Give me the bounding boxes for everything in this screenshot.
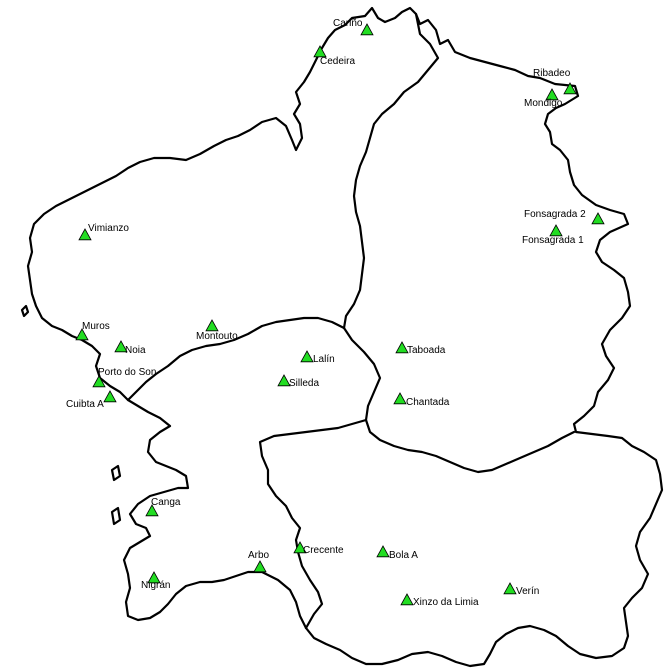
station-marker-icon [393,392,407,405]
station-label: Nigrán [141,580,170,591]
station-label: Vimianzo [88,223,129,234]
station-marker-icon [591,212,605,225]
boundary-coruna-pontevedra [126,316,346,402]
station-fonsagrada-2: Fonsagrada 2 [524,209,605,225]
station-label: Chantada [406,397,450,408]
station-verin: Verín [503,582,539,597]
station-label: Lalín [313,354,335,365]
station-lalin: Lalín [300,350,335,365]
boundary-coruna-lugo [342,12,440,330]
station-muros: Muros [75,321,110,341]
station-label: Cuibta A [66,399,104,410]
station-label: Bola A [389,550,418,561]
station-porto-do-son: Porto do Son [92,367,156,388]
boundary-pontevedra-ourense [258,418,368,630]
station-marker-icon [400,593,414,606]
station-marker-icon [145,504,159,517]
station-label: Cariño [333,18,363,29]
station-label: Arbo [248,550,270,561]
station-nigran: Nigrán [141,571,170,591]
station-label: Canga [151,497,181,508]
station-xinzo-da-limia: Xinzo da Limia [400,593,479,608]
station-marker-icon [313,45,327,58]
station-fonsagrada-1: Fonsagrada 1 [522,224,584,246]
station-marker-icon [114,340,128,353]
station-marker-icon [563,82,577,95]
station-chantada: Chantada [393,392,450,408]
station-label: Ribadeo [533,68,571,79]
station-arbo: Arbo [248,550,270,573]
station-marker-icon [147,571,161,584]
station-marker-icon [277,374,291,387]
station-label: Porto do Son [98,367,156,378]
station-marker-icon [360,23,374,36]
island-ons [110,464,122,482]
station-marker-icon [395,341,409,354]
station-label: Crecente [303,545,344,556]
station-montouto: Montouto [196,319,238,342]
station-label: Mondigo [524,98,563,109]
station-bola-a: Bola A [376,545,418,561]
station-ribadeo: Ribadeo [533,68,577,95]
station-marker-icon [103,390,117,403]
island-sisargas [20,304,30,318]
station-label: Fonsagrada 1 [522,235,584,246]
weather-stations: CariñoCedeiraRibadeoMondigoVimianzoFonsa… [66,18,605,608]
island-cies [110,506,122,526]
station-label: Montouto [196,331,238,342]
station-marker-icon [300,350,314,363]
region-outline [26,6,664,668]
station-silleda: Silleda [277,374,319,389]
station-carino: Cariño [333,18,374,36]
station-marker-icon [78,228,92,241]
station-canga: Canga [145,497,181,517]
station-crecente: Crecente [293,541,344,556]
station-label: Verín [516,586,539,597]
station-label: Cedeira [320,56,355,67]
province-borders [20,6,664,668]
station-marker-icon [253,560,267,573]
station-taboada: Taboada [395,341,446,356]
station-label: Silleda [289,378,319,389]
station-marker-icon [503,582,517,595]
station-marker-icon [545,88,559,101]
station-mondigo: Mondigo [524,88,563,109]
station-cedeira: Cedeira [313,45,355,67]
station-marker-icon [376,545,390,558]
station-marker-icon [293,541,307,554]
station-label: Fonsagrada 2 [524,209,586,220]
station-marker-icon [75,328,89,341]
station-label: Xinzo da Limia [413,597,479,608]
station-cuibta-a: Cuibta A [66,390,117,410]
station-marker-icon [92,375,106,388]
station-marker-icon [205,319,219,332]
station-label: Muros [82,321,110,332]
station-label: Taboada [407,345,446,356]
station-marker-icon [549,224,563,237]
boundary-lugo-south [342,326,576,474]
station-label: Noia [125,345,146,356]
station-vimianzo: Vimianzo [78,223,129,241]
station-noia: Noia [114,340,146,356]
